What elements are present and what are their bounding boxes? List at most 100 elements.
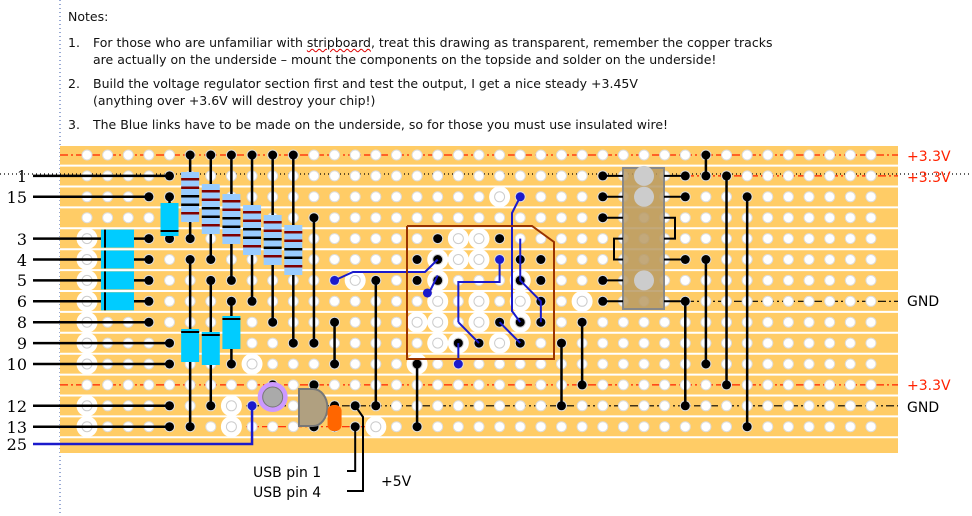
hole: [452, 400, 464, 412]
hole: [473, 379, 485, 391]
hole: [865, 400, 877, 412]
hole: [164, 379, 176, 391]
hole: [844, 421, 856, 433]
hole: [762, 400, 774, 412]
hole: [122, 212, 134, 224]
hole: [762, 274, 774, 286]
hole: [329, 170, 341, 182]
hole: [762, 337, 774, 349]
hole: [679, 421, 691, 433]
hole: [803, 295, 815, 307]
note-item: 3. The Blue links have to be made on the…: [68, 116, 772, 133]
capacitor: [201, 332, 220, 365]
hole: [494, 149, 506, 161]
hole: [555, 149, 567, 161]
hole: [390, 149, 402, 161]
solder-dot: [185, 255, 195, 264]
hole: [164, 254, 176, 265]
capacitor-band: [104, 229, 106, 248]
solder-dot: [309, 213, 319, 223]
hole: [390, 191, 402, 203]
solder-dot: [433, 234, 443, 244]
hole: [597, 254, 609, 265]
hole: [555, 274, 567, 286]
hole: [597, 358, 609, 370]
notes-panel: Notes: 1. For those who are unfamiliar w…: [68, 8, 772, 140]
solder-dot: [226, 150, 236, 160]
labels: 1 15 3 4 5 6 8 9 10 12 13 25 +3.3V +3.3V…: [7, 149, 951, 501]
hole: [246, 337, 258, 349]
hole: [390, 379, 402, 391]
hole: [81, 149, 93, 161]
hole: [390, 233, 402, 245]
hole: [390, 274, 402, 286]
resistor-band: [263, 221, 282, 224]
solder-dot: [144, 317, 154, 327]
resistor-band: [243, 245, 262, 248]
resistor-band: [263, 229, 282, 232]
hole: [122, 149, 134, 161]
cut-track-hole: [468, 311, 490, 333]
cut-track-hole: [468, 290, 490, 312]
hole: [390, 254, 402, 265]
hole: [411, 233, 423, 245]
note-item: 2. Build the voltage regulator section f…: [68, 75, 772, 109]
hole: [803, 254, 815, 265]
resistor-band: [181, 178, 200, 181]
hole: [494, 421, 506, 433]
pin-label-13: 13: [7, 418, 27, 437]
hole: [782, 191, 794, 203]
hole: [865, 212, 877, 224]
pin25-blue-lead: [33, 405, 254, 446]
hole: [267, 421, 279, 433]
hole: [473, 170, 485, 182]
solder-dot: [185, 422, 195, 432]
cut-track-ring: [452, 233, 464, 245]
cut-track-hole: [427, 290, 449, 312]
solder-dot: [288, 150, 298, 160]
resistor-band: [181, 203, 200, 206]
solder-dot: [247, 150, 257, 160]
ic-pin-bridge: [613, 237, 623, 261]
capacitor-band: [160, 230, 179, 232]
cut-track-hole: [509, 290, 531, 312]
note-number: 1.: [68, 35, 80, 50]
hole: [81, 379, 93, 391]
hole: [164, 295, 176, 307]
hole: [308, 149, 320, 161]
capacitor-band: [201, 334, 220, 336]
hole: [617, 337, 629, 349]
solder-dot: [701, 255, 711, 264]
resistor-band: [222, 225, 241, 228]
hole: [349, 191, 361, 203]
hole: [494, 379, 506, 391]
blue-link-wire: [457, 259, 501, 323]
hole: [390, 358, 402, 370]
hole: [329, 191, 341, 203]
hole: [865, 358, 877, 370]
rail-label-3v3-bottom: +3.3V: [907, 378, 951, 394]
rail-label-gnd-mid: GND: [907, 294, 939, 310]
hole: [844, 358, 856, 370]
solder-dot: [680, 401, 690, 411]
cut-track-hole: [489, 186, 511, 208]
blue-solder-dot: [330, 275, 340, 285]
hole: [329, 149, 341, 161]
solder-dot: [422, 288, 432, 298]
hole: [597, 149, 609, 161]
capacitor-diode: [101, 250, 134, 269]
hole: [844, 149, 856, 161]
note-text: The Blue links have to be made on the un…: [93, 117, 669, 132]
blue-link-wire: [519, 238, 542, 323]
hole: [865, 254, 877, 265]
hole: [494, 212, 506, 224]
hole: [390, 421, 402, 433]
hole: [844, 274, 856, 286]
resistor-band: [263, 255, 282, 258]
note-item: 1. For those who are unfamiliar with str…: [68, 34, 772, 68]
solder-dot: [556, 338, 566, 348]
capacitor-band: [104, 292, 106, 311]
hole: [411, 149, 423, 161]
hole: [782, 379, 794, 391]
hole: [349, 358, 361, 370]
